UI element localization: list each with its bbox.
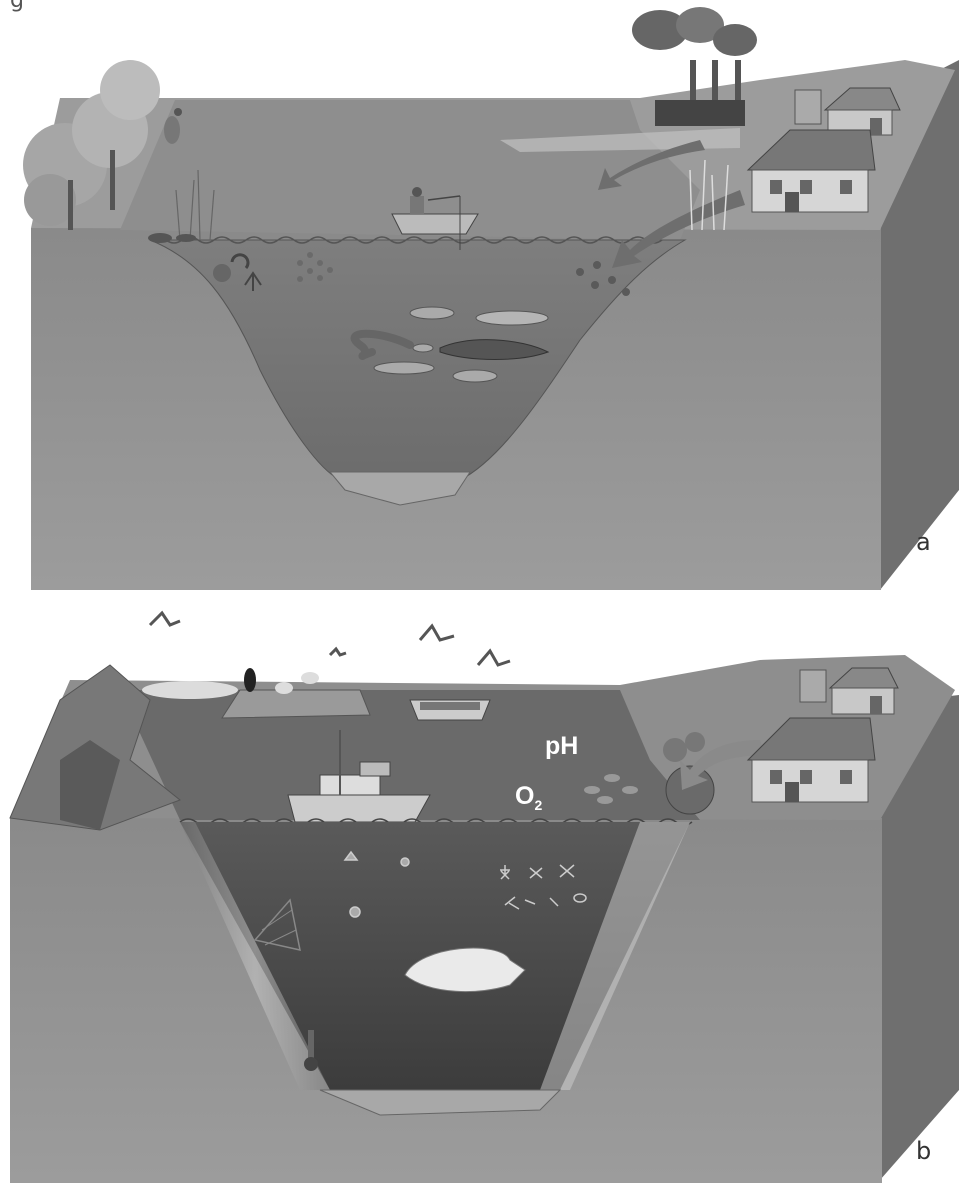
island-icon [222,690,370,718]
seabird-icon [150,613,510,665]
panel-b-label: b [916,1137,931,1165]
ph-indicator: pH [545,732,578,761]
boat-icon [410,700,490,720]
panel-b [10,613,959,1183]
oxygen-indicator: O2 [515,782,542,813]
ice-floe-icon [142,681,238,699]
oxygen-symbol: O [515,782,534,810]
caption-fragment: g [10,0,24,13]
panel-a-label: a [916,528,931,556]
panel-a [23,7,959,590]
oxygen-subscript: 2 [534,797,542,813]
